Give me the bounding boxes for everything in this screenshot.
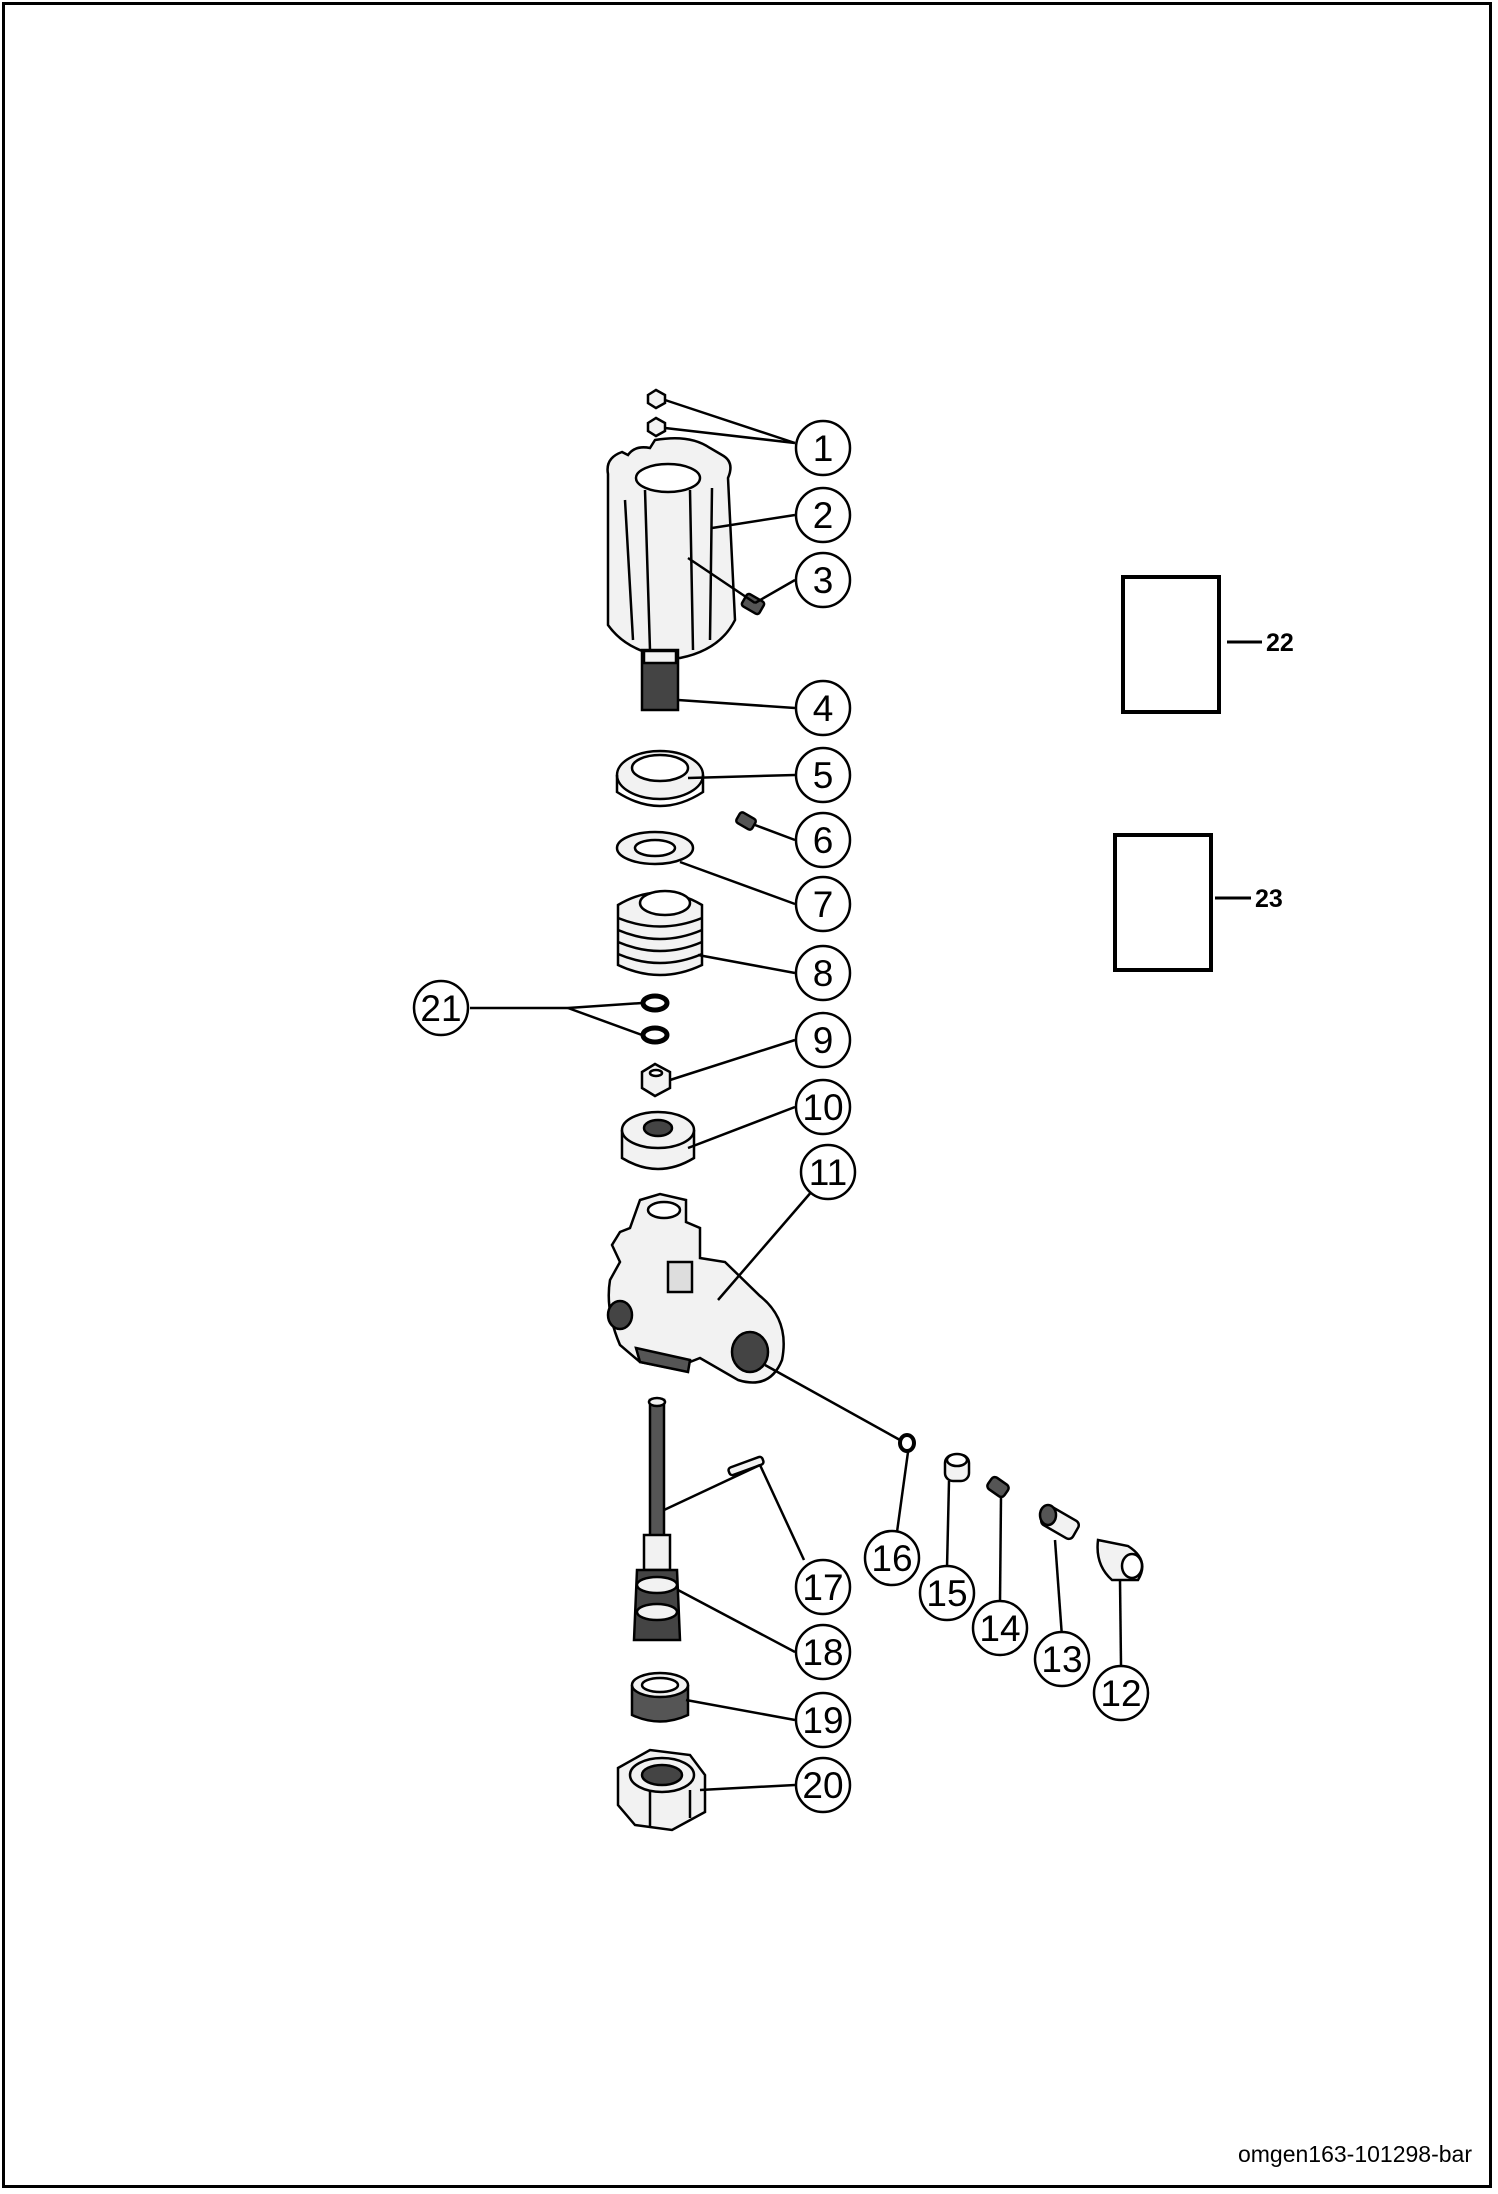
callout-11: 11 — [809, 1152, 847, 1193]
part-o-ring-pair — [640, 993, 670, 1045]
callout-20: 20 — [802, 1765, 843, 1806]
callout-circle-18 — [794, 1623, 852, 1681]
part-plug — [1096, 1538, 1144, 1582]
callout-circle-1 — [794, 419, 852, 477]
box-label-23: 23 — [1255, 885, 1283, 913]
callout-18: 18 — [802, 1632, 843, 1673]
part-bushing — [620, 1110, 696, 1171]
callout-13: 13 — [1041, 1639, 1082, 1680]
callout-circle-6 — [794, 811, 852, 869]
part-large-hex-nut — [616, 1748, 707, 1832]
callout-numbers: 1 2 3 4 5 6 7 8 9 10 11 12 13 14 15 16 1… — [420, 428, 1141, 1806]
part-washer — [615, 830, 695, 866]
callout-circle-7 — [794, 875, 852, 933]
callout-14: 14 — [979, 1608, 1020, 1649]
callout-circle-8 — [794, 944, 852, 1002]
callout-2: 2 — [813, 495, 834, 536]
part-small-spring — [986, 1475, 1010, 1499]
callout-12: 12 — [1100, 1673, 1141, 1714]
part-tiny-o-ring — [898, 1433, 916, 1453]
callout-circle-16 — [863, 1529, 921, 1587]
callout-7: 7 — [813, 884, 834, 925]
callout-balloons — [412, 419, 1150, 1814]
reference-box-22: 22 — [1121, 575, 1294, 714]
callout-6: 6 — [813, 820, 834, 861]
callout-circle-19 — [794, 1691, 852, 1749]
callout-19: 19 — [802, 1700, 843, 1741]
part-knob — [606, 437, 737, 660]
callout-16: 16 — [871, 1538, 912, 1579]
callout-3: 3 — [813, 560, 834, 601]
part-check-valve — [1038, 1503, 1081, 1541]
callout-circle-17 — [794, 1558, 852, 1616]
reference-box-23: 23 — [1113, 833, 1283, 972]
part-threaded-stud — [640, 648, 680, 712]
callout-circle-9 — [794, 1011, 852, 1069]
callout-5: 5 — [813, 755, 834, 796]
callout-4: 4 — [813, 688, 834, 729]
callout-circle-14 — [971, 1599, 1029, 1657]
callout-circle-11 — [799, 1143, 857, 1201]
callout-circle-2 — [794, 486, 852, 544]
part-nut-pair — [646, 388, 667, 438]
callout-10: 10 — [802, 1087, 843, 1128]
part-seat — [943, 1452, 971, 1483]
box-label-22: 22 — [1266, 629, 1294, 657]
callout-circle-15 — [918, 1564, 976, 1622]
part-spring-cap — [615, 749, 705, 808]
callout-circle-5 — [794, 746, 852, 804]
callout-17: 17 — [802, 1567, 843, 1608]
leader-lines — [470, 398, 1123, 1792]
callout-circle-20 — [794, 1756, 852, 1814]
part-valve-stem — [632, 1396, 682, 1642]
drawing-code: omgen163-101298-bar — [1237, 2141, 1472, 2167]
part-spring — [616, 889, 704, 977]
callout-circle-3 — [794, 551, 852, 609]
callout-21: 21 — [420, 988, 461, 1029]
part-sleeve — [630, 1671, 690, 1723]
callout-15: 15 — [926, 1573, 967, 1614]
part-hex-nut — [640, 1062, 672, 1098]
callout-8: 8 — [813, 953, 834, 994]
callout-circle-12 — [1092, 1664, 1150, 1722]
callout-circle-21 — [412, 979, 470, 1037]
callout-circle-13 — [1033, 1630, 1091, 1688]
callout-circle-4 — [794, 679, 852, 737]
callout-9: 9 — [813, 1020, 834, 1061]
part-small-screw — [735, 811, 757, 831]
part-valve-body — [606, 1192, 785, 1384]
callout-1: 1 — [813, 428, 834, 469]
callout-circle-10 — [794, 1078, 852, 1136]
